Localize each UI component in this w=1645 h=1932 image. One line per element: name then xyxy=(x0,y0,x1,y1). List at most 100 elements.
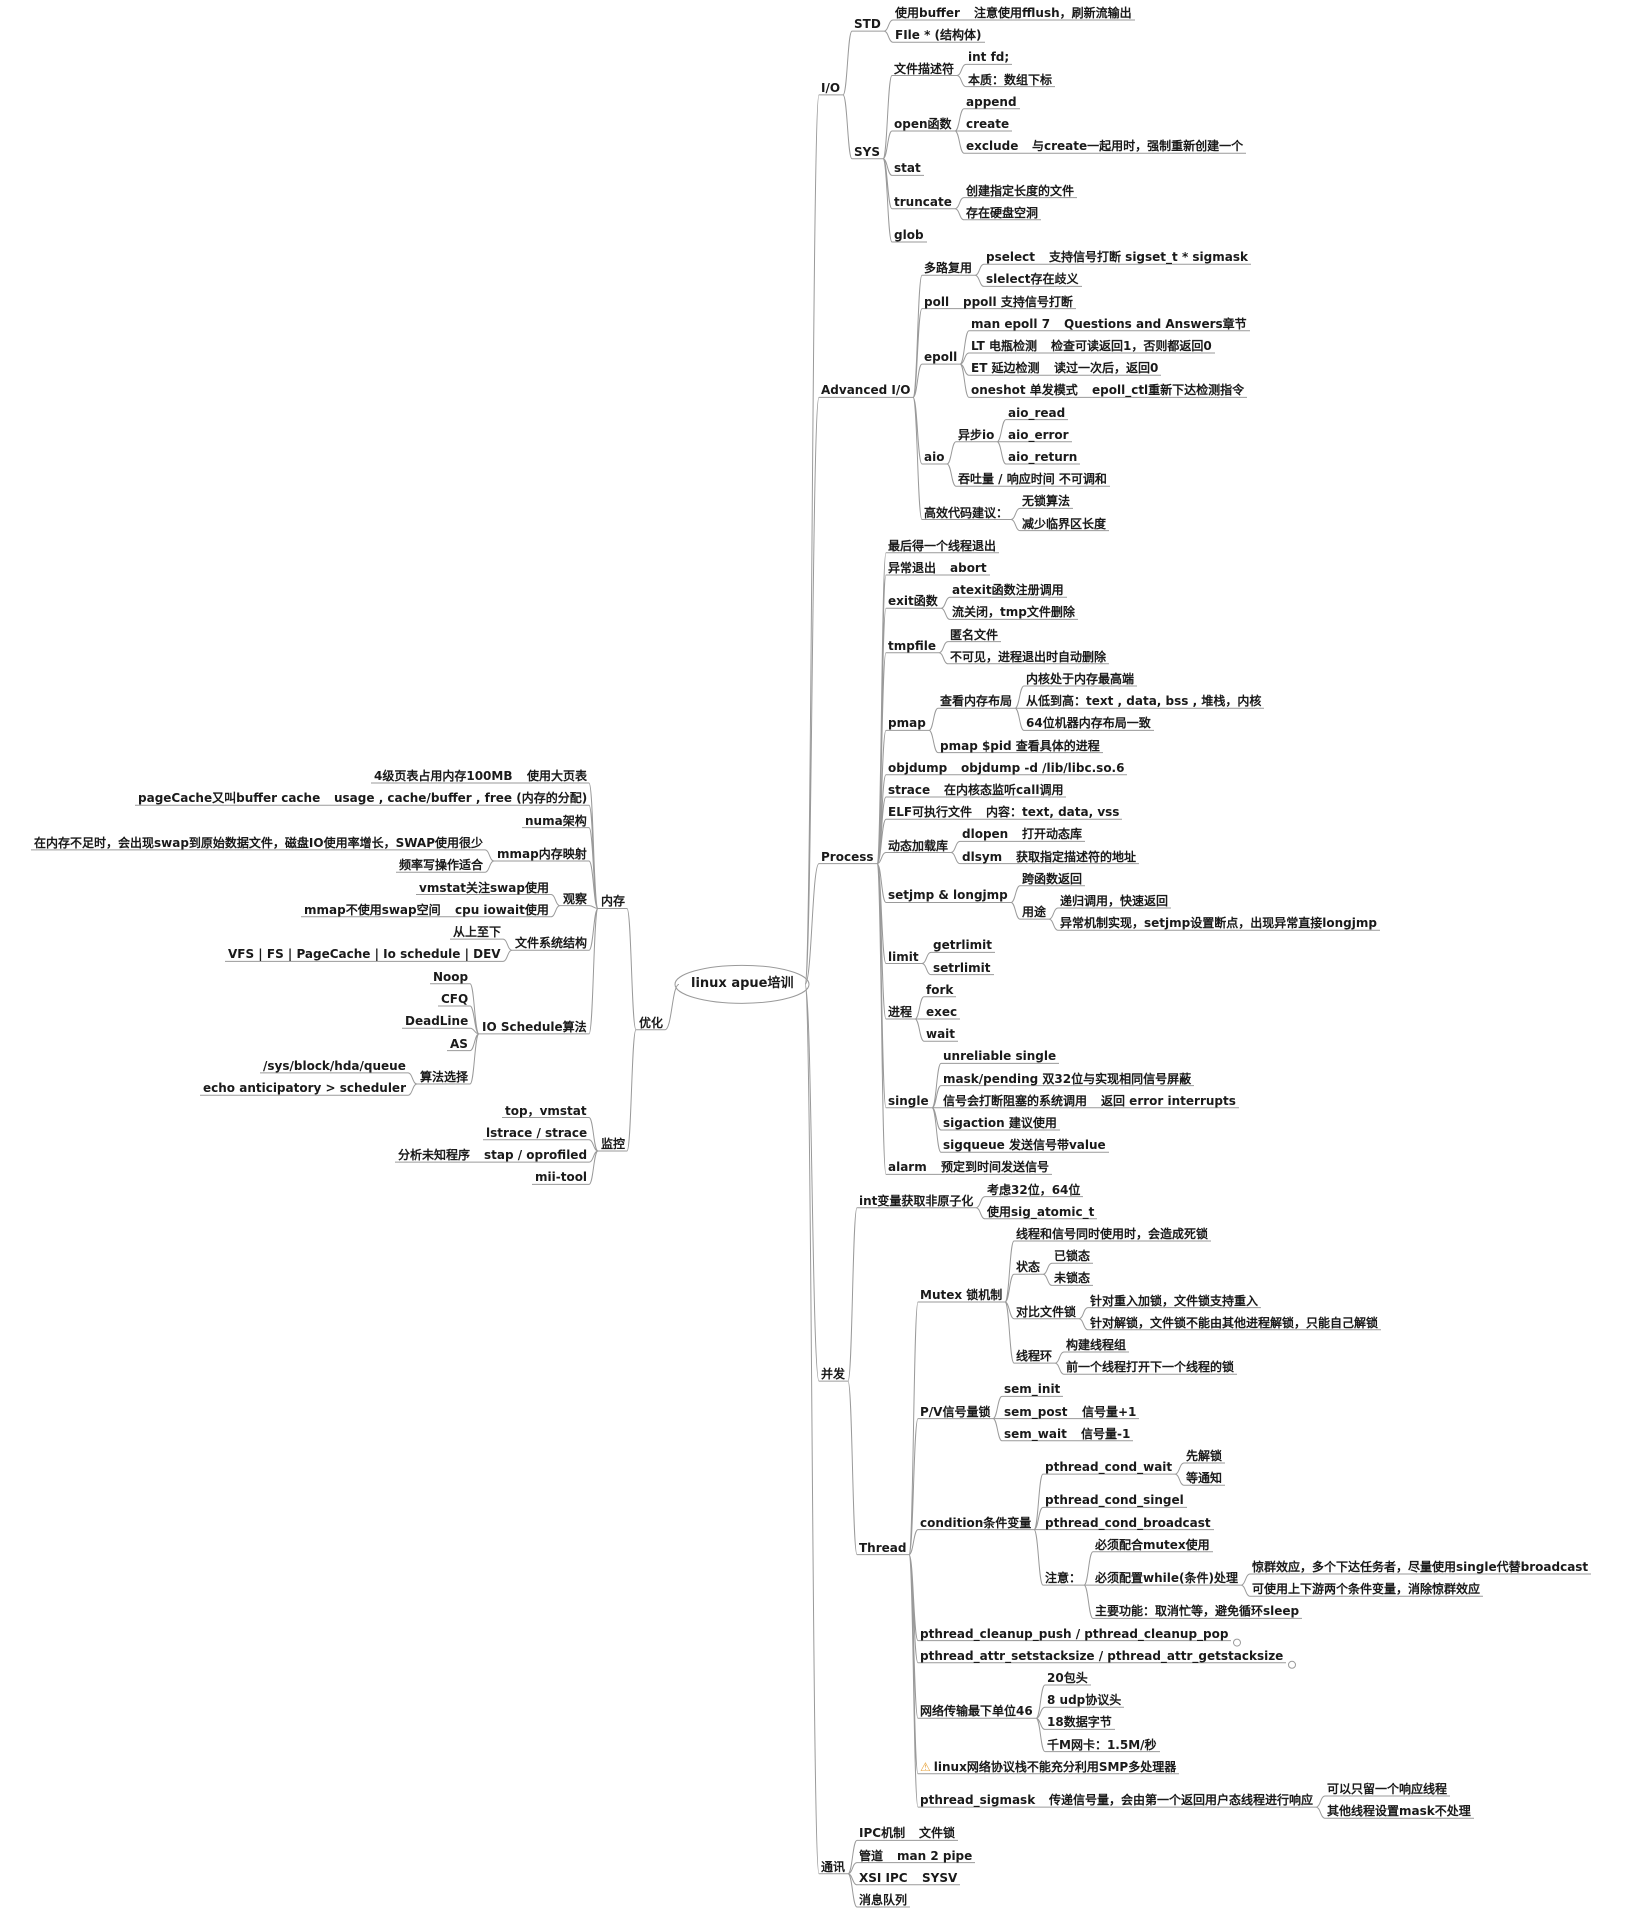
mindmap-node[interactable]: pthread_cond_wait xyxy=(1045,1460,1173,1475)
mindmap-node[interactable]: 使用sig_atomic_t xyxy=(987,1204,1095,1219)
mindmap-node[interactable]: VFS | FS | PageCache | Io schedule | DEV xyxy=(228,947,501,962)
mindmap-node[interactable]: DeadLine xyxy=(405,1014,469,1029)
mindmap-node[interactable]: unreliable single xyxy=(943,1049,1057,1064)
mindmap-node[interactable]: 从上至下 xyxy=(453,925,502,940)
mindmap-node[interactable]: aio_read xyxy=(1008,405,1066,420)
mindmap-node[interactable]: 优化 xyxy=(639,1015,664,1030)
mindmap-node[interactable]: echo anticipatory > scheduler xyxy=(203,1081,406,1096)
mindmap-node[interactable]: wait xyxy=(926,1027,956,1042)
mindmap-node[interactable]: 前一个线程打开下一个线程的锁 xyxy=(1066,1360,1235,1375)
mindmap-node[interactable]: 内核处于内存最高端 xyxy=(1026,672,1135,686)
mindmap-node[interactable]: 读过一次后，返回0 xyxy=(1054,361,1159,376)
mindmap-node[interactable]: top，vmstat xyxy=(505,1103,587,1118)
mindmap-node[interactable]: ET 延边检测 xyxy=(971,361,1040,376)
mindmap-node[interactable]: single xyxy=(888,1093,929,1108)
mindmap-node[interactable]: glob xyxy=(894,228,924,242)
collapse-marker-icon[interactable] xyxy=(1233,1638,1241,1647)
mindmap-node[interactable]: AS xyxy=(450,1036,468,1051)
mindmap-node[interactable]: 8 udp协议头 xyxy=(1047,1693,1122,1708)
mindmap-node[interactable]: 注意使用fflush，刷新流输出 xyxy=(974,6,1132,20)
mindmap-node[interactable]: usage , cache/buffer , free (内存的分配) xyxy=(334,791,588,806)
mindmap-node[interactable]: 检查可读返回1，否则都返回0 xyxy=(1051,339,1212,353)
mindmap-node[interactable]: stat xyxy=(894,161,921,176)
mindmap-node[interactable]: strace xyxy=(888,783,931,797)
mindmap-node[interactable]: stap / oprofiled xyxy=(484,1148,588,1163)
mindmap-node[interactable]: SYSV xyxy=(922,1870,958,1885)
mindmap-node[interactable]: 频率写操作适合 xyxy=(399,858,484,873)
mindmap-node[interactable]: objdump -d /lib/libc.so.6 xyxy=(961,760,1125,775)
mindmap-node[interactable]: 异常机制实现，setjmp设置断点，出现异常直接longjmp xyxy=(1060,916,1377,931)
collapse-marker-icon[interactable] xyxy=(1288,1660,1296,1669)
mindmap-node[interactable]: SYS xyxy=(854,144,880,159)
mindmap-node[interactable]: 信号会打断阻塞的系统调用 xyxy=(943,1093,1088,1108)
mindmap-node[interactable]: setrlimit xyxy=(933,960,991,975)
mindmap-node[interactable]: alarm xyxy=(888,1160,927,1175)
mindmap-node[interactable]: Process xyxy=(821,849,874,864)
mindmap-node[interactable]: exit函数 xyxy=(888,594,938,609)
mindmap-node[interactable]: 线程和信号同时使用时，会造成死锁 xyxy=(1016,1227,1209,1241)
mindmap-node[interactable]: 减少临界区长度 xyxy=(1022,516,1107,531)
mindmap-node[interactable]: create xyxy=(966,117,1010,131)
mindmap-node[interactable]: 观察 xyxy=(563,891,588,906)
mindmap-node[interactable]: P/V信号量锁 xyxy=(920,1404,991,1419)
mindmap-node[interactable]: aio_error xyxy=(1008,427,1069,442)
mindmap-node[interactable]: 信号量-1 xyxy=(1081,1426,1131,1441)
mindmap-node[interactable]: 主要功能：取消忙等，避免循环sleep xyxy=(1095,1604,1300,1619)
mindmap-node[interactable]: 动态加载库 xyxy=(888,838,949,853)
mindmap-node[interactable]: FIle * (结构体) xyxy=(895,28,982,43)
mindmap-node[interactable]: pthread_sigmask xyxy=(920,1793,1036,1808)
mindmap-node[interactable]: man epoll 7 xyxy=(971,316,1051,331)
mindmap-node[interactable]: 线程环 xyxy=(1016,1349,1053,1364)
mindmap-node[interactable]: truncate xyxy=(894,194,952,209)
mindmap-node[interactable]: 在内核态监听call调用 xyxy=(944,783,1064,797)
mindmap-node[interactable]: LT 电瓶检测 xyxy=(971,339,1038,353)
mindmap-node[interactable]: 4级页表占用内存100MB xyxy=(374,769,513,783)
mindmap-node[interactable]: Thread xyxy=(859,1540,907,1555)
mindmap-node[interactable]: vmstat关注swap使用 xyxy=(419,880,549,895)
mindmap-node[interactable]: mii-tool xyxy=(535,1170,588,1185)
mindmap-node[interactable]: 20包头 xyxy=(1047,1671,1088,1685)
mindmap-node[interactable]: 传递信号量，会由第一个返回用户态线程进行响应 xyxy=(1049,1793,1314,1808)
mindmap-node[interactable]: Questions and Answers章节 xyxy=(1064,316,1247,331)
mindmap-node[interactable]: dlsym xyxy=(962,849,1003,864)
mindmap-node[interactable]: 跨函数返回 xyxy=(1022,871,1083,886)
mindmap-node[interactable]: sem_init xyxy=(1004,1382,1061,1397)
mindmap-node[interactable]: 可以只留一个响应线程 xyxy=(1327,1782,1448,1796)
mindmap-node[interactable]: 内容：text, data, vss xyxy=(986,805,1120,820)
mindmap-node[interactable]: 创建指定长度的文件 xyxy=(966,183,1075,198)
mindmap-node[interactable]: limit xyxy=(888,949,919,964)
mindmap-node[interactable]: pmap xyxy=(888,716,926,731)
mindmap-node[interactable]: 状态 xyxy=(1016,1260,1041,1275)
mindmap-node[interactable]: 查看内存布局 xyxy=(940,694,1013,709)
mindmap-node[interactable]: 最后得一个线程退出 xyxy=(888,538,997,553)
mindmap-node[interactable]: 先解锁 xyxy=(1186,1449,1223,1463)
mindmap-node[interactable]: 未锁态 xyxy=(1054,1271,1091,1286)
mindmap-node[interactable]: 进程 xyxy=(888,1005,913,1019)
mindmap-node[interactable]: slelect存在歧义 xyxy=(986,272,1079,287)
mindmap-node[interactable]: 18数据字节 xyxy=(1047,1715,1112,1730)
mindmap-node[interactable]: 本质：数组下标 xyxy=(968,72,1053,87)
mindmap-node[interactable]: 内存 xyxy=(601,894,626,909)
mindmap-node[interactable]: 在内存不足时，会出现swap到原始数据文件，磁盘IO使用率增长，SWAP使用很少 xyxy=(34,835,484,850)
mindmap-node[interactable]: Advanced I/O xyxy=(821,383,911,398)
mindmap-node[interactable]: 管道 xyxy=(859,1848,884,1863)
mindmap-node[interactable]: aio xyxy=(924,450,945,464)
mindmap-node[interactable]: setjmp & longjmp xyxy=(888,888,1008,903)
mindmap-node[interactable]: 已锁态 xyxy=(1054,1249,1091,1264)
mindmap-node[interactable]: sigqueue 发送信号带value xyxy=(943,1138,1106,1153)
root-node[interactable]: linux apue培训 xyxy=(691,976,794,992)
mindmap-node[interactable]: 预定到时间发送信号 xyxy=(941,1160,1050,1175)
mindmap-node[interactable]: epoll xyxy=(924,350,958,365)
mindmap-node[interactable]: XSI IPC xyxy=(859,1870,908,1885)
mindmap-node[interactable]: 对比文件锁 xyxy=(1016,1304,1077,1319)
mindmap-node[interactable]: ⚠linux网络协议栈不能充分利用SMP多处理器 xyxy=(920,1759,1177,1774)
mindmap-node[interactable]: 64位机器内存布局一致 xyxy=(1026,716,1151,731)
mindmap-node[interactable]: pthread_cleanup_push / pthread_cleanup_p… xyxy=(920,1626,1229,1641)
mindmap-node[interactable]: 无锁算法 xyxy=(1022,494,1071,509)
mindmap-node[interactable]: 必须配合mutex使用 xyxy=(1095,1537,1210,1552)
mindmap-node[interactable]: 使用大页表 xyxy=(527,769,588,783)
mindmap-node[interactable]: append xyxy=(966,94,1017,109)
mindmap-node[interactable]: 与create一起用时，强制重新创建一个 xyxy=(1032,139,1244,154)
mindmap-node[interactable]: pmap $pid 查看具体的进程 xyxy=(940,738,1100,753)
mindmap-node[interactable]: int变量获取非原子化 xyxy=(859,1193,974,1208)
